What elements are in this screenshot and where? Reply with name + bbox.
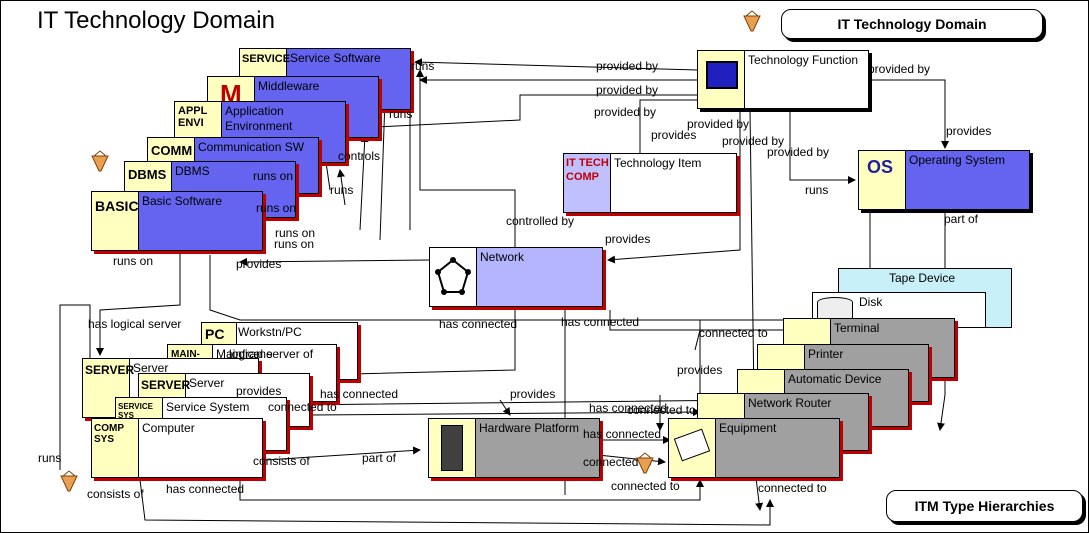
label-has-connected: has connected bbox=[561, 315, 640, 329]
header-label-box: IT Technology Domain bbox=[781, 9, 1043, 39]
basic-software-label: Basic Software bbox=[142, 194, 223, 208]
network-router-label: Network Router bbox=[748, 396, 832, 410]
label-connected-to: connected to bbox=[758, 481, 827, 495]
network-icon bbox=[430, 248, 477, 306]
technology-function-label: Technology Function bbox=[748, 53, 859, 67]
hardware-platform-icon bbox=[429, 419, 476, 477]
label-has-connected: has connected bbox=[439, 317, 518, 331]
tape-device-label: Tape Device bbox=[889, 271, 956, 285]
technology-item-label: Technology Item bbox=[614, 156, 702, 170]
workstn-pc-label: Workstn/PC bbox=[238, 325, 302, 339]
footer-label-box: ITM Type Hierarchies bbox=[886, 490, 1083, 522]
label-runs: runs bbox=[411, 59, 435, 73]
label-provided-by: provided by bbox=[596, 83, 659, 97]
device-icon bbox=[673, 428, 711, 462]
basket-icon bbox=[60, 470, 78, 492]
basic-software-icon: BASIC bbox=[92, 192, 139, 250]
label-provides: provides bbox=[236, 384, 282, 398]
label-provides: provides bbox=[510, 387, 556, 401]
label-has-connected: has connected bbox=[320, 387, 399, 401]
footer-label: ITM Type Hierarchies bbox=[914, 498, 1055, 514]
label-runs: runs bbox=[330, 183, 354, 197]
label-part-of: part of bbox=[944, 212, 979, 226]
automatic-device-label: Automatic Device bbox=[788, 372, 882, 386]
dbms-label: DBMS bbox=[175, 164, 210, 178]
server-back-label: Server bbox=[133, 361, 169, 375]
computer-label: Computer bbox=[142, 421, 195, 435]
label-controls: controls bbox=[338, 149, 381, 163]
mainframe-label: Mainframe bbox=[216, 347, 273, 361]
label-provided-by: provided by bbox=[722, 134, 785, 148]
terminal-label: Terminal bbox=[834, 321, 880, 335]
operating-system-icon: OS bbox=[859, 151, 906, 209]
node-technology-function[interactable]: Technology Function bbox=[697, 50, 869, 109]
label-controlled-by: controlled by bbox=[506, 214, 575, 228]
pentagon-network-icon bbox=[435, 257, 471, 295]
basket-icon bbox=[743, 10, 761, 32]
label-provides: provides bbox=[651, 128, 697, 142]
label-provided-by: provided by bbox=[767, 145, 830, 159]
operating-system-label: Operating System bbox=[909, 153, 1006, 167]
equipment-icon bbox=[669, 419, 716, 477]
label-consists-of: consists of bbox=[87, 487, 144, 501]
communication-sw-label: Communication SW bbox=[198, 140, 305, 154]
label-connected-to: connected to bbox=[627, 403, 696, 417]
service-software-label: Service Software bbox=[290, 51, 381, 65]
node-computer[interactable]: COMP SYS Computer bbox=[91, 418, 263, 478]
node-hardware-platform[interactable]: Hardware Platform bbox=[428, 418, 600, 478]
label-connected-to: connected to bbox=[268, 400, 337, 414]
server-front-label: Server bbox=[189, 376, 225, 390]
header-label: IT Technology Domain bbox=[837, 16, 987, 32]
basket-icon bbox=[636, 452, 654, 474]
label-runs-on: runs on bbox=[274, 237, 315, 251]
disk-label: Disk bbox=[859, 295, 883, 309]
label-provides: provides bbox=[605, 232, 651, 246]
node-network[interactable]: Network bbox=[429, 247, 603, 307]
node-equipment[interactable]: Equipment bbox=[668, 418, 840, 478]
label-provided-by: provided by bbox=[596, 59, 659, 73]
computer-icon: COMP SYS bbox=[92, 419, 139, 477]
node-technology-item[interactable]: IT TECH COMP Technology Item bbox=[563, 153, 737, 213]
label-runs-on: runs on bbox=[113, 254, 154, 268]
label-provided-by: provided by bbox=[687, 117, 750, 131]
application-environment-label: Application Environment bbox=[225, 104, 293, 133]
label-runs-on: runs on bbox=[275, 226, 316, 240]
monitor-screen-icon bbox=[706, 61, 738, 89]
label-provides: provides bbox=[946, 124, 992, 138]
tower-icon bbox=[441, 425, 463, 471]
label-has-connected: has connected bbox=[589, 401, 668, 415]
label-has-logical-server: has logical server bbox=[88, 317, 182, 331]
label-runs: runs bbox=[805, 183, 829, 197]
printer-label: Printer bbox=[808, 347, 844, 361]
label-runs: runs bbox=[389, 107, 413, 121]
label-provided-by: provided by bbox=[868, 62, 931, 76]
label-logical-server-of: logical server of bbox=[229, 347, 314, 361]
monitor-icon bbox=[698, 51, 745, 108]
label-connected-to: connected to bbox=[699, 326, 768, 340]
label-runs-on: runs on bbox=[253, 169, 294, 183]
middleware-label: Middleware bbox=[258, 79, 320, 93]
label-provided-by: provided by bbox=[594, 105, 657, 119]
label-connected-to: connected to bbox=[583, 455, 652, 469]
basket-icon bbox=[91, 150, 109, 172]
technology-item-icon: IT TECH COMP bbox=[564, 154, 611, 212]
node-basic-software[interactable]: BASIC Basic Software bbox=[91, 191, 263, 251]
hardware-platform-label: Hardware Platform bbox=[479, 421, 580, 435]
label-provides: provides bbox=[677, 363, 723, 377]
network-label: Network bbox=[480, 250, 525, 264]
label-runs-on: runs on bbox=[256, 201, 297, 215]
label-part-of: part of bbox=[362, 451, 397, 465]
equipment-label: Equipment bbox=[719, 421, 777, 435]
label-has-connected: has connected bbox=[583, 427, 662, 441]
label-runs: runs bbox=[38, 451, 62, 465]
page-title: IT Technology Domain bbox=[37, 7, 275, 34]
label-consists-of: consists of bbox=[253, 454, 310, 468]
service-system-label: Service System bbox=[166, 400, 250, 414]
label-provides: provides bbox=[236, 257, 282, 271]
label-has-connected: has connected bbox=[166, 482, 245, 496]
node-operating-system[interactable]: OS Operating System bbox=[858, 150, 1030, 210]
label-connected-to: connected to bbox=[611, 479, 680, 493]
